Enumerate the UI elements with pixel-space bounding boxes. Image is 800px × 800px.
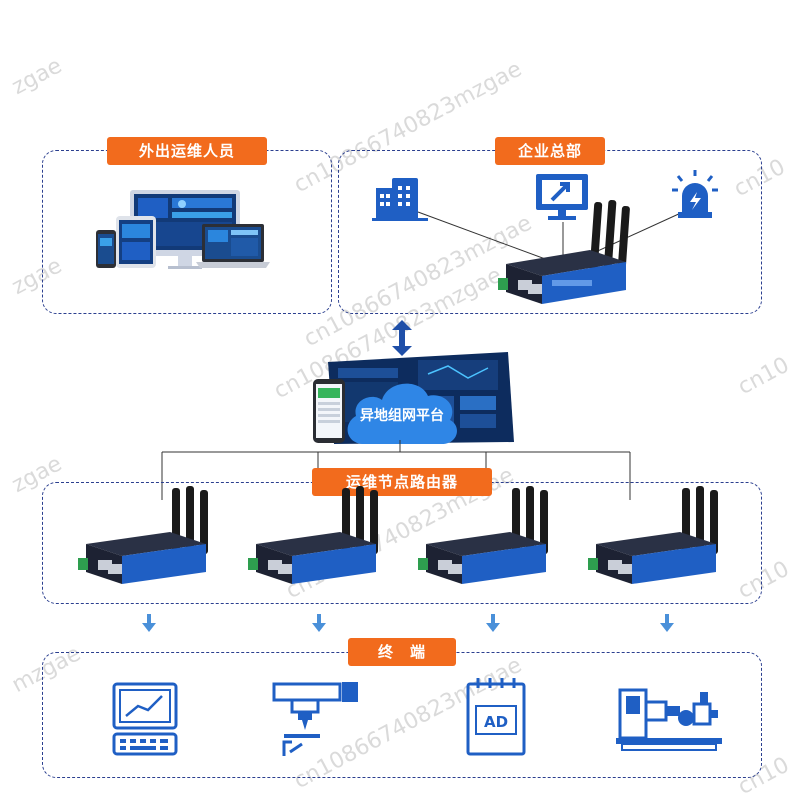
down-arrow-icon — [486, 614, 500, 632]
platform-phone-image — [313, 379, 345, 443]
down-arrow-icon — [312, 614, 326, 632]
control-panel-icon — [112, 682, 178, 756]
building-icon — [372, 178, 428, 221]
ad-label: AD — [484, 713, 508, 731]
node-router-1 — [78, 486, 208, 584]
platform-label: 异地组网平台 — [360, 408, 444, 424]
industrial-machine-icon — [616, 688, 722, 751]
node-router-3 — [418, 486, 548, 584]
double-arrow-icon — [392, 320, 412, 356]
cloud-icon — [347, 383, 457, 444]
hq-tag: 企业总部 — [495, 137, 605, 165]
down-arrow-icon — [142, 614, 156, 632]
alarm-light-icon — [672, 170, 718, 218]
node-routers-tag: 运维节点路由器 — [312, 468, 492, 496]
hq-router — [498, 200, 630, 304]
field-staff-tag: 外出运维人员 — [107, 137, 267, 165]
ad-board-icon: AD — [466, 678, 526, 756]
down-arrow-icon — [660, 614, 674, 632]
cnc-machine-icon — [272, 682, 358, 756]
node-router-2 — [248, 486, 378, 584]
devices-icon — [96, 190, 270, 269]
monitor-arrow-icon — [536, 174, 588, 220]
node-router-4 — [588, 486, 718, 584]
terminals-tag: 终 端 — [348, 638, 456, 666]
